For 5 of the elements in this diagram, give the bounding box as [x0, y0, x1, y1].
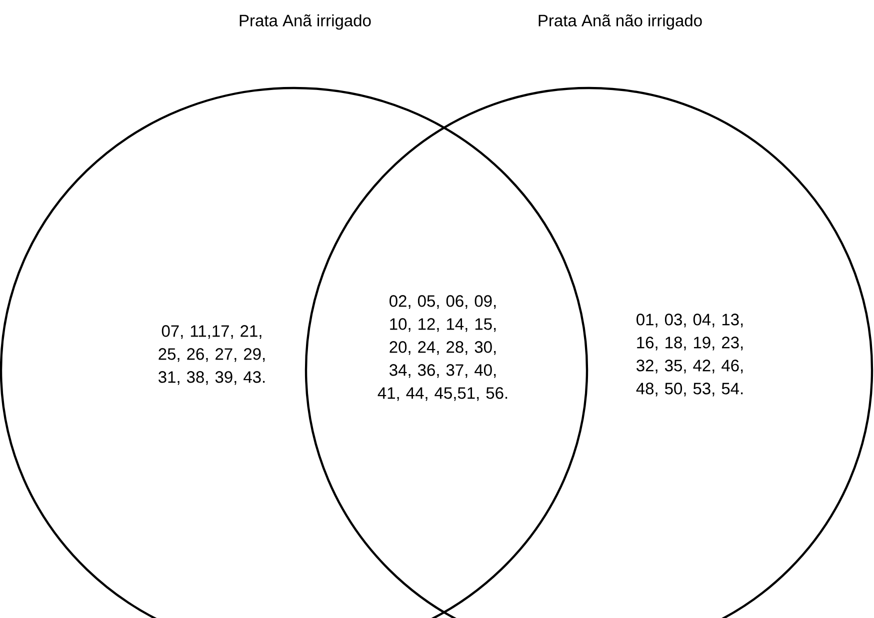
intersection-members: 02, 05, 06, 09, 10, 12, 14, 15, 20, 24, 28, 30, 34, 36, 37, 40, 41, 44, 45,51, 56. — [378, 295, 508, 401]
set-members: 07, 11,17, 21, 25, 26, 27, 29, 31, 38, 39, 43. — [158, 325, 265, 385]
set-members: 01, 03, 04, 13, 16, 18, 19, 23, 32, 35, 42, 46, 48, 50, 53, 54. — [636, 314, 743, 396]
set-heading: Prata Anã irrigado — [240, 14, 371, 30]
set-heading: Prata Anã não irrigado — [538, 14, 702, 30]
